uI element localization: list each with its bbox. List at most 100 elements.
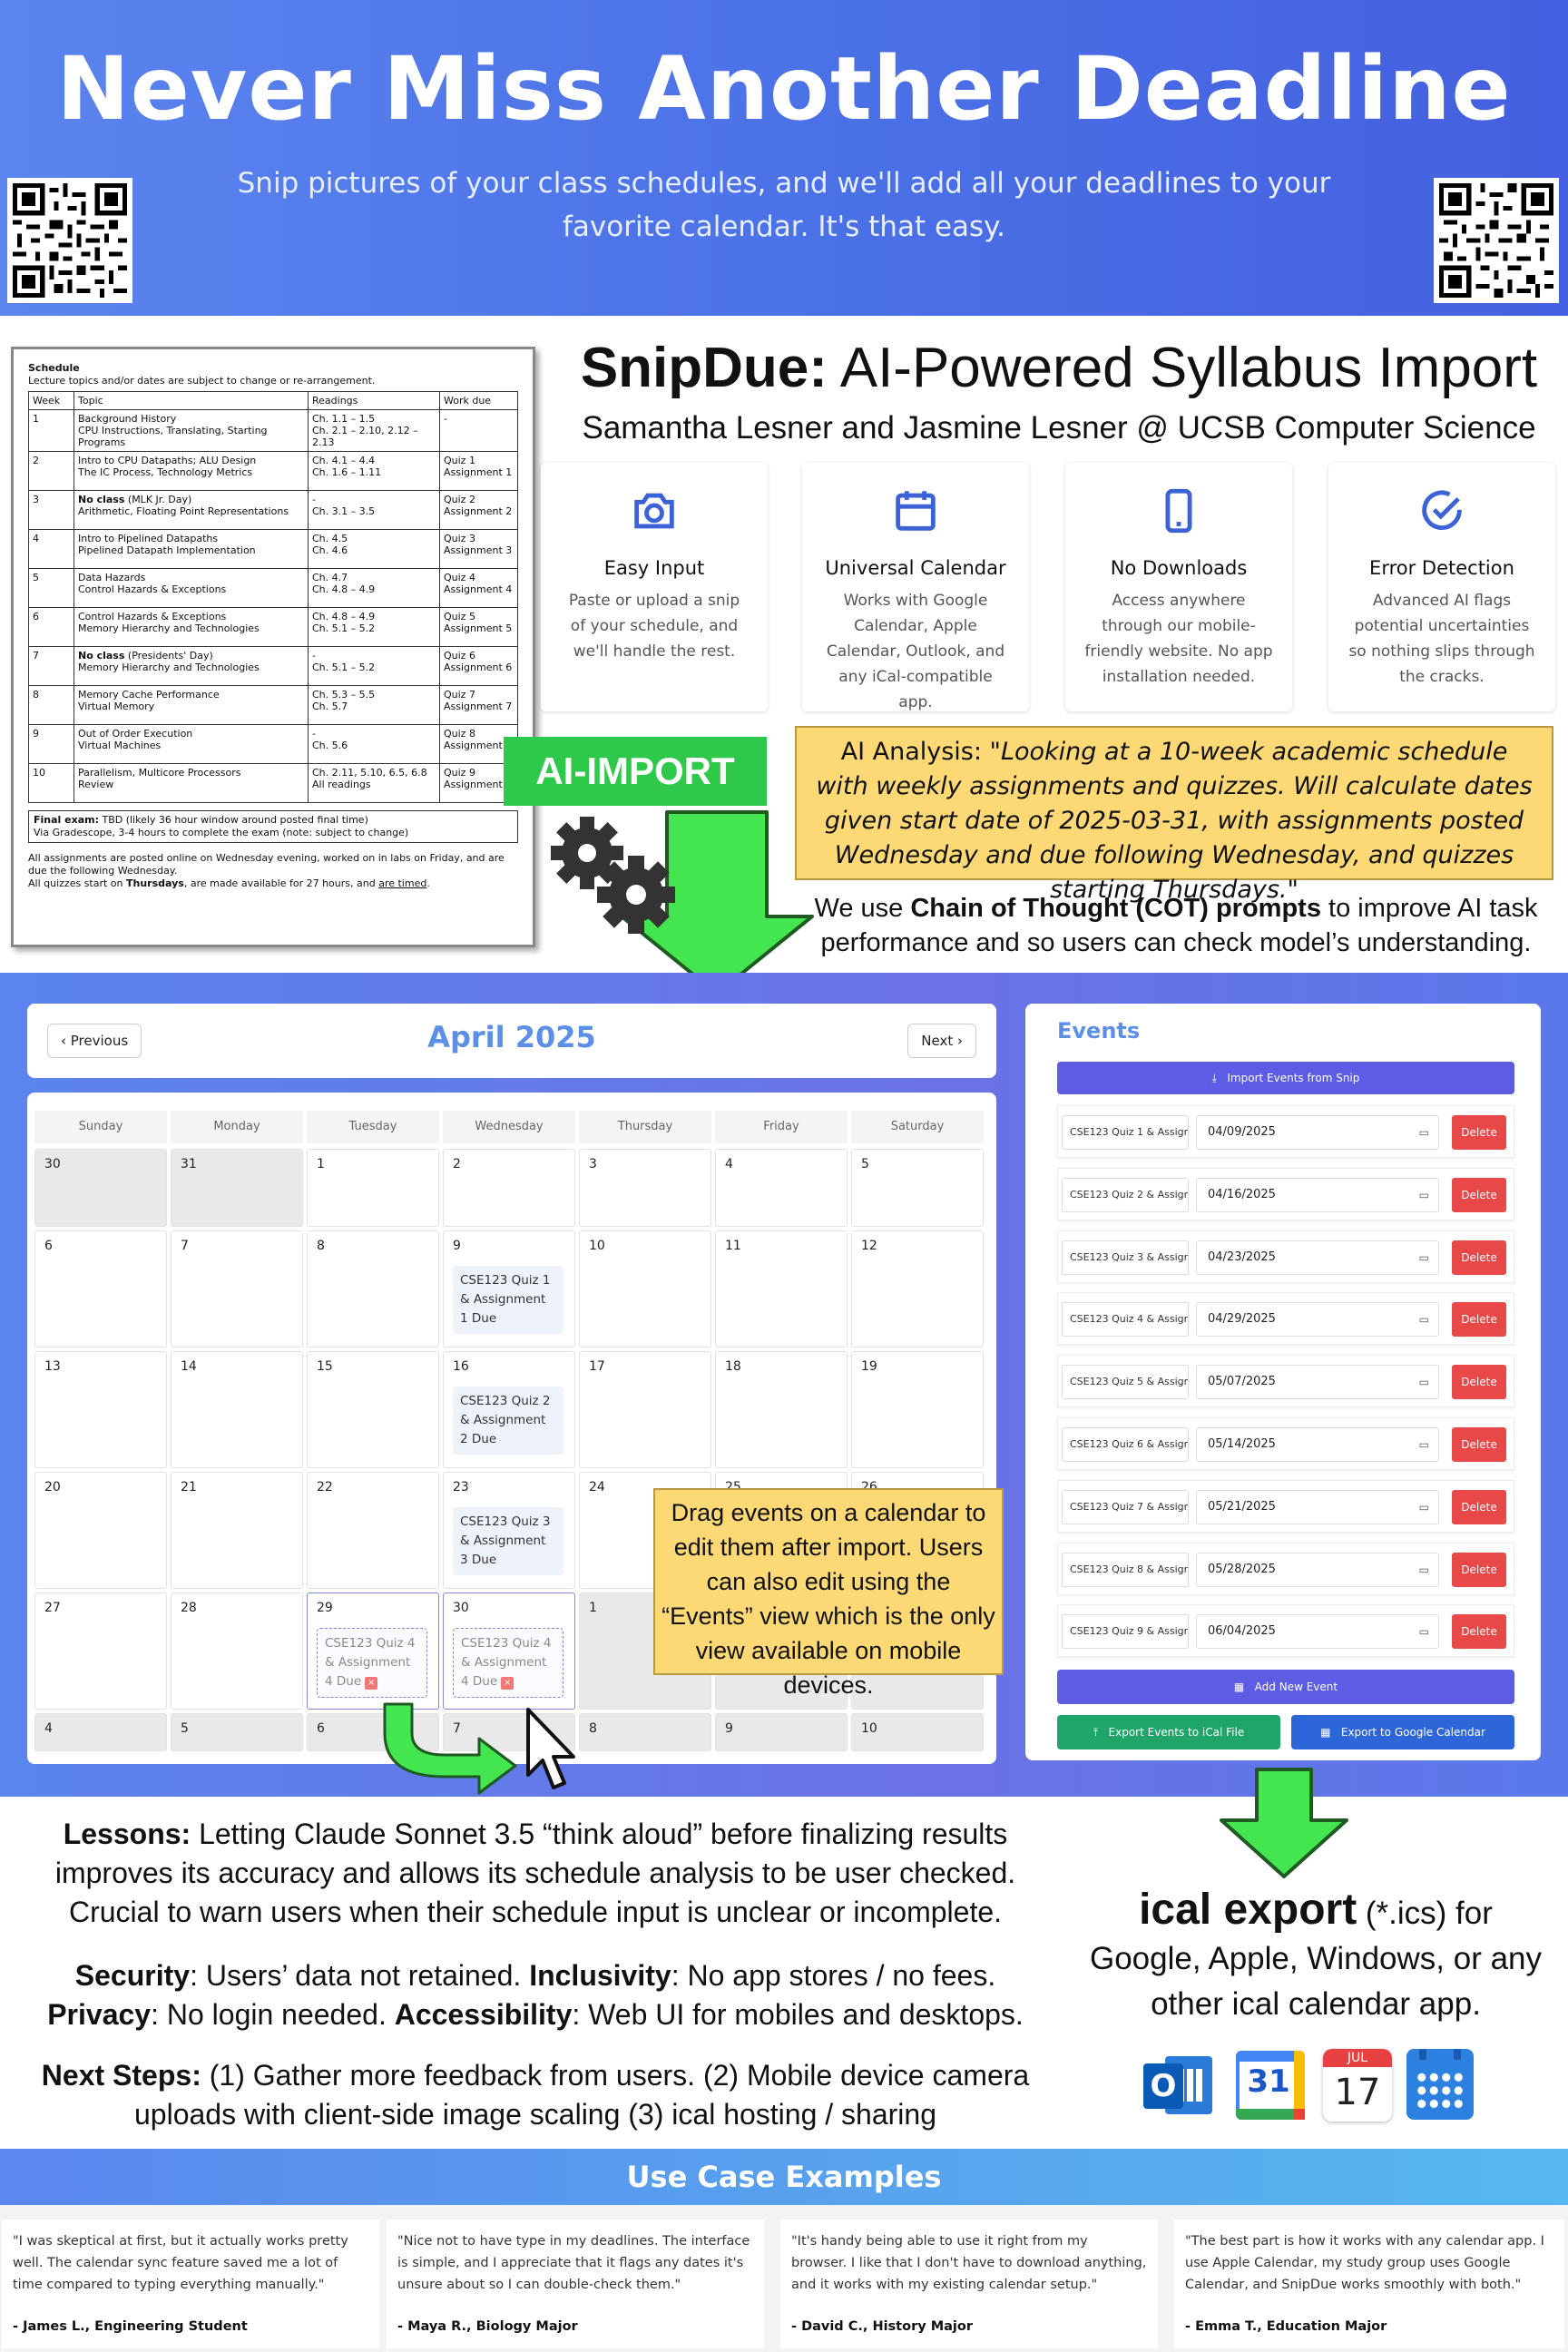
delete-event-icon[interactable]: × [365,1677,378,1690]
calendar-day-cell[interactable]: 14 [171,1351,303,1468]
event-name-input[interactable]: CSE123 Quiz 8 & Assignment [1062,1552,1189,1587]
calendar-picker-icon[interactable]: ▭ [1418,1188,1429,1201]
calendar-picker-icon[interactable]: ▭ [1418,1313,1429,1327]
calendar-picker-icon[interactable]: ▭ [1418,1438,1429,1451]
row-topic: Intro to Pipelined Datapaths Pipelined D… [74,529,309,569]
calendar-day-cell[interactable]: 11 [715,1230,848,1348]
event-date-input[interactable]: 04/16/2025▭ [1196,1177,1439,1212]
event-name-input[interactable]: CSE123 Quiz 2 & Assignment [1062,1177,1189,1212]
day-number: 30 [44,1157,61,1171]
calendar-day-cell[interactable]: 31 [171,1149,303,1227]
event-name-input[interactable]: CSE123 Quiz 7 & Assignment [1062,1489,1189,1524]
delete-event-button[interactable]: Delete [1452,1614,1506,1650]
calendar-day-cell[interactable]: 1 [307,1149,439,1227]
delete-event-button[interactable]: Delete [1452,1489,1506,1524]
calendar-picker-icon[interactable]: ▭ [1418,1126,1429,1139]
delete-event-button[interactable]: Delete [1452,1427,1506,1462]
calendar-picker-icon[interactable]: ▭ [1418,1376,1429,1389]
calendar-event[interactable]: CSE123 Quiz 3 & Assignment 3 Due [453,1507,564,1575]
calendar-day-cell[interactable]: 12 [851,1230,984,1348]
cot-part: to improve AI task performance and so us… [820,894,1538,957]
calendar-day-cell[interactable]: 20 [34,1472,167,1589]
calendar-day-cell[interactable]: 4 [34,1713,167,1751]
calendar-picker-icon[interactable]: ▭ [1418,1625,1429,1639]
calendar-day-cell[interactable]: 7 [171,1230,303,1348]
calendar-day-cell[interactable]: 19 [851,1351,984,1468]
event-name-input[interactable]: CSE123 Quiz 6 & Assignment [1062,1427,1189,1462]
next-month-button[interactable]: Next › [907,1024,976,1058]
calendar-day-cell[interactable]: 6 [34,1230,167,1348]
delete-event-button[interactable]: Delete [1452,1365,1506,1400]
calendar-day-cell[interactable]: 22 [307,1472,439,1589]
delete-event-icon[interactable]: × [501,1677,514,1690]
cot-description: We use Chain of Thought (COT) prompts to… [799,891,1553,960]
event-date-input[interactable]: 05/21/2025▭ [1196,1489,1439,1524]
import-events-button[interactable]: ⤓ Import Events from Snip [1057,1062,1514,1094]
calendar-day-cell[interactable]: 13 [34,1351,167,1468]
calendar-day-cell[interactable]: 27 [34,1592,167,1710]
calendar-day-cell[interactable]: 5 [851,1149,984,1227]
export-google-button[interactable]: ▦ Export to Google Calendar [1291,1715,1514,1749]
export-ical-button[interactable]: ⤒ Export Events to iCal File [1057,1715,1280,1749]
event-name-input[interactable]: CSE123 Quiz 5 & Assignment [1062,1365,1189,1400]
event-name-input[interactable]: CSE123 Quiz 4 & Assignment [1062,1302,1189,1338]
event-name-input[interactable]: CSE123 Quiz 3 & Assignment [1062,1240,1189,1275]
event-date-input[interactable]: 04/23/2025▭ [1196,1240,1439,1275]
delete-event-button[interactable]: Delete [1452,1302,1506,1338]
calendar-day-cell[interactable]: 3 [579,1149,711,1227]
event-name-input[interactable]: CSE123 Quiz 9 & Assignment [1062,1614,1189,1650]
calendar-day-cell[interactable]: 8 [579,1713,711,1751]
accessibility-text: : Web UI for mobiles and desktops. [572,1998,1024,2031]
calendar-day-cell[interactable]: 21 [171,1472,303,1589]
calendar-day-cell[interactable]: 9 [715,1713,848,1751]
calendar-day-cell[interactable]: 15 [307,1351,439,1468]
calendar-picker-icon[interactable]: ▭ [1418,1500,1429,1514]
export-ical-label: Export Events to iCal File [1108,1726,1245,1739]
calendar-picker-icon[interactable]: ▭ [1418,1250,1429,1264]
month-title: April 2025 [427,1020,596,1054]
delete-event-button[interactable]: Delete [1452,1240,1506,1275]
event-name-input[interactable]: CSE123 Quiz 1 & Assignment [1062,1115,1189,1150]
event-date-input[interactable]: 06/04/2025▭ [1196,1614,1439,1650]
event-date-input[interactable]: 05/28/2025▭ [1196,1552,1439,1587]
calendar-event[interactable]: CSE123 Quiz 4 & Assignment 4 Due× [453,1628,564,1698]
day-number: 10 [861,1721,877,1736]
qr-code-left[interactable] [7,178,132,303]
calendar-day-cell[interactable]: 30 [34,1149,167,1227]
calendar-day-cell[interactable]: 5 [171,1713,303,1751]
delete-event-button[interactable]: Delete [1452,1552,1506,1587]
calendar-day-cell[interactable]: 28 [171,1592,303,1710]
event-date-input[interactable]: 04/09/2025▭ [1196,1115,1439,1150]
day-number: 6 [44,1239,53,1253]
qr-code-right[interactable] [1434,178,1559,303]
calendar-day-cell[interactable]: 2 [443,1149,575,1227]
day-number: 8 [589,1721,597,1736]
calendar-day-cell[interactable]: 6 [307,1713,439,1751]
day-number: 19 [861,1359,877,1374]
calendar-day-cell[interactable]: 4 [715,1149,848,1227]
event-date-input[interactable]: 04/29/2025▭ [1196,1302,1439,1338]
calendar-day-cell[interactable]: 18 [715,1351,848,1468]
add-event-button[interactable]: ▦ Add New Event [1057,1670,1514,1704]
calendar-event[interactable]: CSE123 Quiz 2 & Assignment 2 Due [453,1387,564,1455]
use-cases-title: Use Case Examples [0,2149,1568,2205]
calendar-event[interactable]: CSE123 Quiz 1 & Assignment 1 Due [453,1266,564,1334]
calendar-day-cell[interactable]: 17 [579,1351,711,1468]
calendar-day-cell[interactable]: 8 [307,1230,439,1348]
delete-event-button[interactable]: Delete [1452,1177,1506,1212]
calendar-day-cell[interactable]: 10 [579,1230,711,1348]
calendar-picker-icon[interactable]: ▭ [1418,1563,1429,1576]
event-date-input[interactable]: 05/14/2025▭ [1196,1427,1439,1462]
delete-event-button[interactable]: Delete [1452,1115,1506,1150]
row-readings: - Ch. 3.1 – 3.5 [308,490,440,530]
previous-month-button[interactable]: ‹ Previous [47,1024,142,1058]
event-date-input[interactable]: 05/07/2025▭ [1196,1365,1439,1400]
calendar-day-cell[interactable]: 10 [851,1713,984,1751]
calendar-event[interactable]: CSE123 Quiz 4 & Assignment 4 Due× [317,1628,427,1698]
